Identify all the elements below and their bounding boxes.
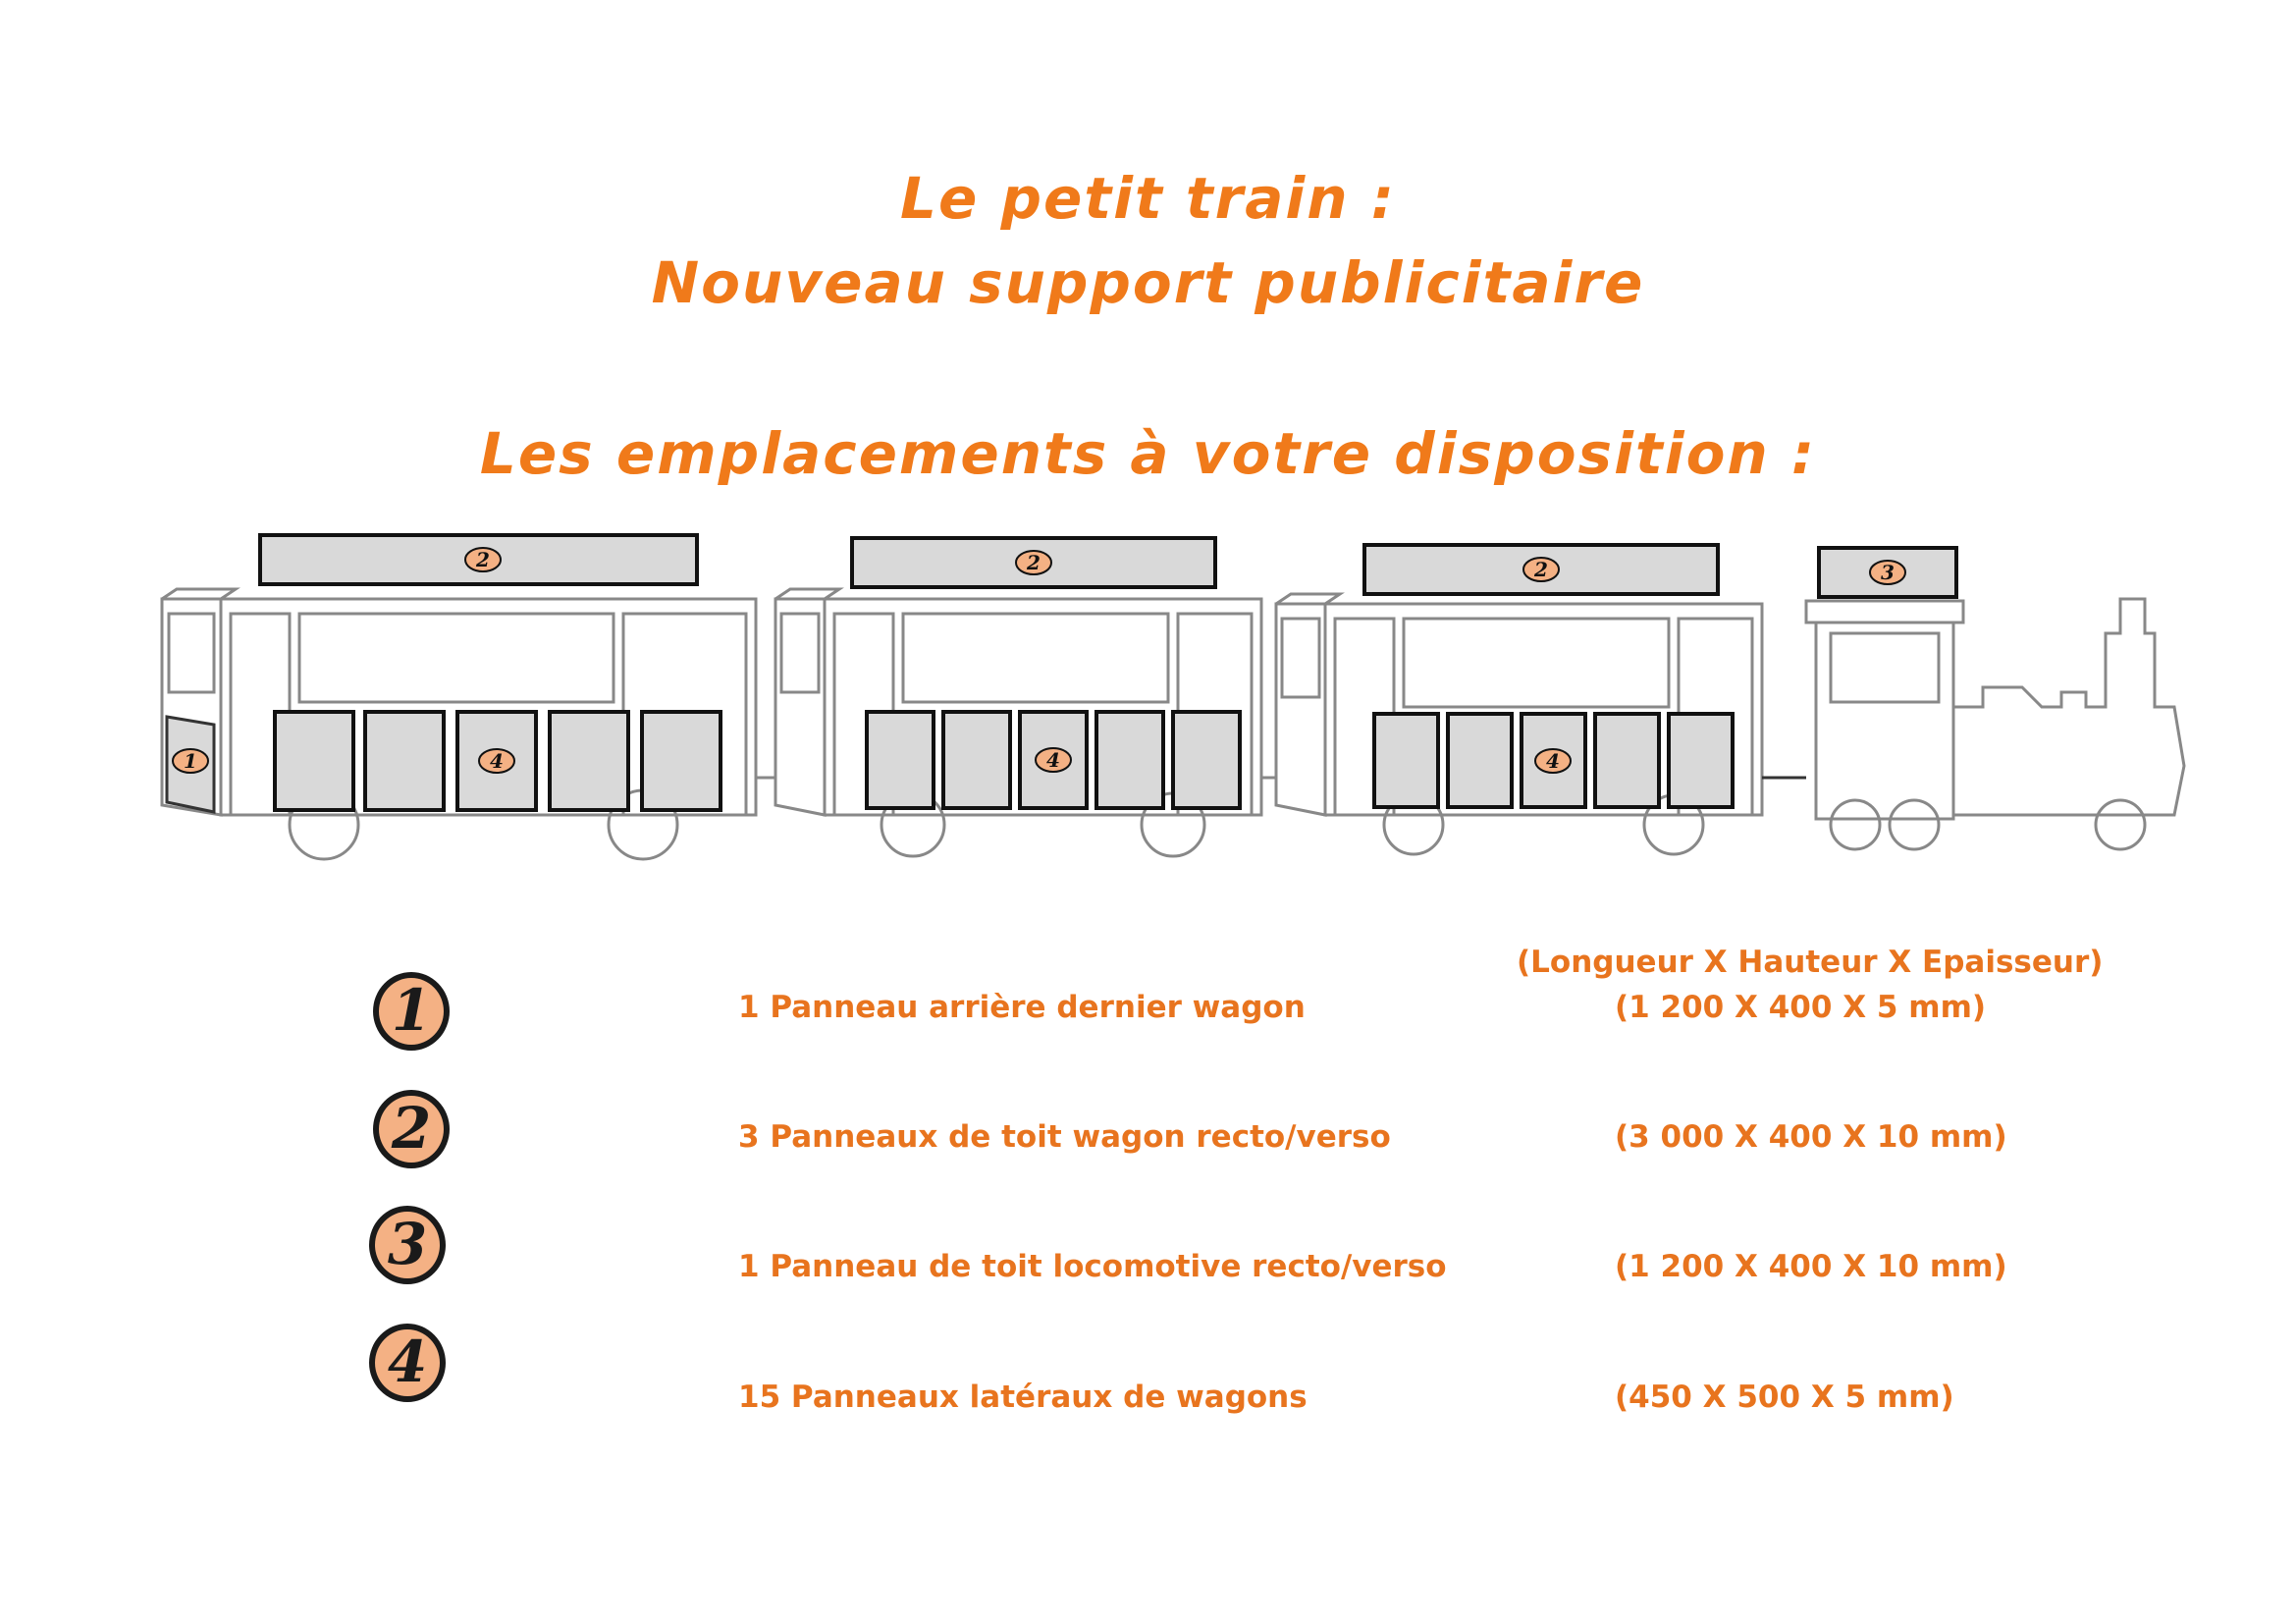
- side-marker-2: 4: [1046, 748, 1060, 772]
- legend-label-1: 1 Panneau arrière dernier wagon: [738, 990, 1306, 1025]
- roof-marker-1: 2: [475, 548, 490, 571]
- legend-dims-4: (450 X 500 X 5 mm): [1615, 1380, 1954, 1415]
- title-line2: Nouveau support publicitaire: [651, 249, 1645, 316]
- roof-panel-wagon-2: [850, 536, 1217, 589]
- legend-label-4: 15 Panneaux latéraux de wagons: [738, 1380, 1308, 1415]
- title-line3: Les emplacements à votre disposition :: [479, 420, 1817, 487]
- title-line1: Le petit train :: [900, 165, 1396, 232]
- train-diagram: 2 2 2 3 1 4 4 4: [160, 533, 2186, 861]
- legend-badge-4: 4: [369, 1324, 446, 1402]
- roof-panels: [258, 533, 1958, 599]
- locomotive: [1804, 597, 2186, 851]
- legend-dims-3: (1 200 X 400 X 10 mm): [1615, 1249, 2007, 1284]
- dimensions-header: (Longueur X Hauteur X Epaisseur): [1517, 945, 2104, 980]
- legend-badge-3: 3: [369, 1206, 446, 1284]
- legend-badge-2: 2: [373, 1090, 450, 1168]
- side-panels: [273, 710, 1735, 812]
- roof-marker-3: 2: [1533, 558, 1548, 581]
- legend-dims-2: (3 000 X 400 X 10 mm): [1615, 1119, 2007, 1155]
- side-marker-1: 4: [490, 749, 504, 773]
- legend-label-2: 3 Panneaux de toit wagon recto/verso: [738, 1119, 1391, 1155]
- loco-marker: 3: [1881, 561, 1895, 584]
- legend-badge-1: 1: [373, 972, 450, 1051]
- rear-marker: 1: [184, 749, 197, 773]
- roof-marker-2: 2: [1026, 551, 1041, 574]
- legend-label-3: 1 Panneau de toit locomotive recto/verso: [738, 1249, 1447, 1284]
- side-marker-3: 4: [1546, 749, 1560, 773]
- legend-dims-1: (1 200 X 400 X 5 mm): [1615, 990, 1987, 1025]
- roof-panel-wagon-1: [258, 533, 699, 586]
